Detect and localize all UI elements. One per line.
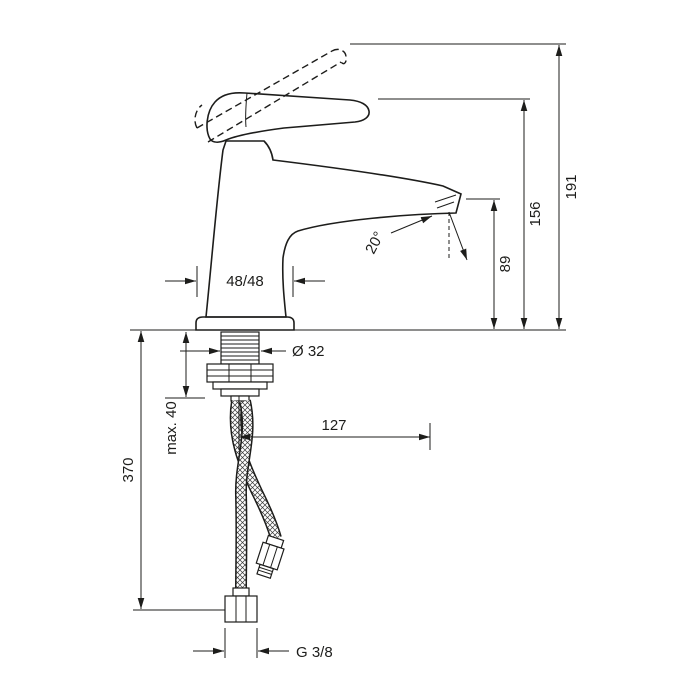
washer-2 [220, 388, 260, 397]
mounting-nut [206, 363, 274, 402]
spout-height-label: 89 [497, 256, 514, 273]
lever-raised-position-dashed [194, 48, 347, 143]
bottom-hex-nut [224, 595, 258, 623]
aerator-lines [434, 194, 457, 209]
faucet-lever [206, 91, 370, 143]
base-plate [195, 316, 295, 331]
bottom-collar [232, 587, 250, 597]
connector-facets [262, 544, 278, 568]
dim-thread: G 3/8 [193, 628, 333, 661]
bottom-nut-facets [235, 596, 247, 622]
lever-seam [245, 92, 248, 128]
dim-hose-length: 370 [120, 331, 225, 611]
dim-width: 48/48 [165, 266, 325, 297]
shank-thread-lines [221, 335, 259, 361]
width-label: 48/48 [226, 273, 264, 290]
handle-height-label: 156 [527, 201, 544, 226]
connector-threads [258, 566, 273, 575]
stream-angle-label: 20° [362, 229, 388, 257]
raised-lever-pivot-arc [194, 104, 203, 129]
hose-connector-nut [224, 587, 258, 623]
reach-label: 127 [321, 417, 346, 434]
hose-tail [230, 395, 250, 402]
supply-hose-b [229, 400, 285, 579]
ext-lines [224, 628, 258, 658]
overall-height-label: 191 [563, 174, 580, 199]
dim-mounting-depth: max. 40 [163, 332, 205, 455]
hose-connector-angled [255, 534, 285, 579]
mounting-shank [220, 331, 260, 365]
mounting-depth-label: max. 40 [163, 401, 180, 454]
thread-size-label: G 3/8 [296, 644, 333, 661]
nut-body [206, 363, 274, 383]
faucet-body [195, 140, 462, 331]
stream-direction-arrow [448, 211, 468, 261]
raised-lever-top-edge [196, 50, 333, 129]
hose-b-braid [231, 400, 281, 540]
nut-facet-lines [207, 364, 273, 382]
hose-length-label: 370 [120, 457, 137, 482]
supply-hose-a [224, 399, 258, 623]
body-spout-outline [205, 140, 462, 318]
ext-lines [196, 266, 294, 297]
washer-1 [212, 381, 268, 390]
raised-lever-tip [331, 48, 347, 65]
water-stream: 20° [362, 211, 468, 261]
raised-lever-bottom-edge [207, 61, 342, 143]
angle-leader-arrow [390, 215, 433, 234]
dim-spout-height: 89 [466, 198, 514, 329]
dim-reach: 127 [238, 396, 431, 450]
lever-outline [206, 91, 370, 143]
shank-diameter-label: Ø 32 [292, 343, 325, 360]
dim-handle-height: 156 [378, 98, 544, 329]
hose-a-braid [236, 399, 253, 593]
dim-overall-height: 191 [350, 43, 580, 329]
